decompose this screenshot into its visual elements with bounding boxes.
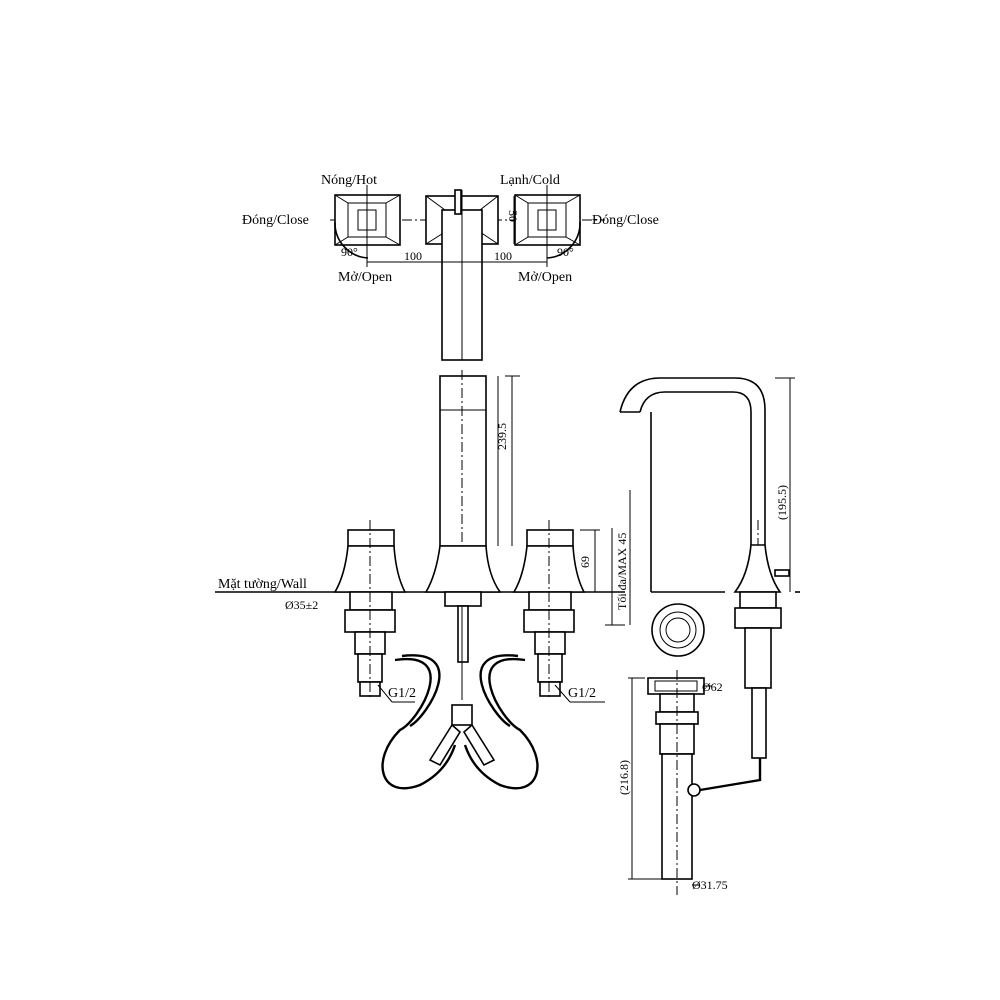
wall-label: Mặt tường/Wall <box>218 577 307 592</box>
close-label-left: Đóng/Close <box>242 213 309 228</box>
drain-flange-dim: Ø62 <box>702 680 723 694</box>
open-label-left: Mở/Open <box>338 270 392 285</box>
front-view: Mặt tường/Wall Ø35±2 239.5 69 Tối đa/MAX… <box>215 370 631 790</box>
thread-left-dim: G1/2 <box>388 686 416 701</box>
open-label-right: Mở/Open <box>518 270 572 285</box>
cold-handle-top <box>514 185 581 259</box>
spout-front <box>424 370 502 700</box>
drain-length-dim: (216.8) <box>617 760 631 795</box>
close-label-right: Đóng/Close <box>592 213 659 228</box>
hot-label: Nóng/Hot <box>321 173 377 188</box>
spacing-right-dim: 100 <box>494 249 512 263</box>
top-view: Nóng/Hot Lạnh/Cold Đóng/Close Đóng/Close… <box>242 173 659 361</box>
spacing-left-dim: 100 <box>404 249 422 263</box>
side-height-dim: (195.5) <box>775 485 789 520</box>
thread-right-dim: G1/2 <box>568 686 596 701</box>
handle-top-height-dim: 50 <box>506 210 520 222</box>
drain-pipe-dim: Ø31.75 <box>692 878 728 892</box>
spout-height-dim: 239.5 <box>495 423 509 450</box>
angle-right-dim: 90° <box>557 245 574 259</box>
hole-diameter-dim: Ø35±2 <box>285 598 318 612</box>
max-thickness-label: Tối đa/MAX 45 <box>615 533 629 610</box>
cold-handle-front <box>512 520 586 700</box>
spout-top <box>425 189 499 361</box>
handle-height-dim: 69 <box>578 556 592 568</box>
hot-handle-top <box>334 185 401 259</box>
side-view: (195.5) Ø62 (216.8) Ø31.75 <box>617 377 800 895</box>
hoses <box>381 654 539 790</box>
angle-left-dim: 90° <box>341 245 358 259</box>
drain-assembly <box>647 670 705 895</box>
cold-label: Lạnh/Cold <box>500 173 560 188</box>
hot-handle-front <box>333 520 407 700</box>
